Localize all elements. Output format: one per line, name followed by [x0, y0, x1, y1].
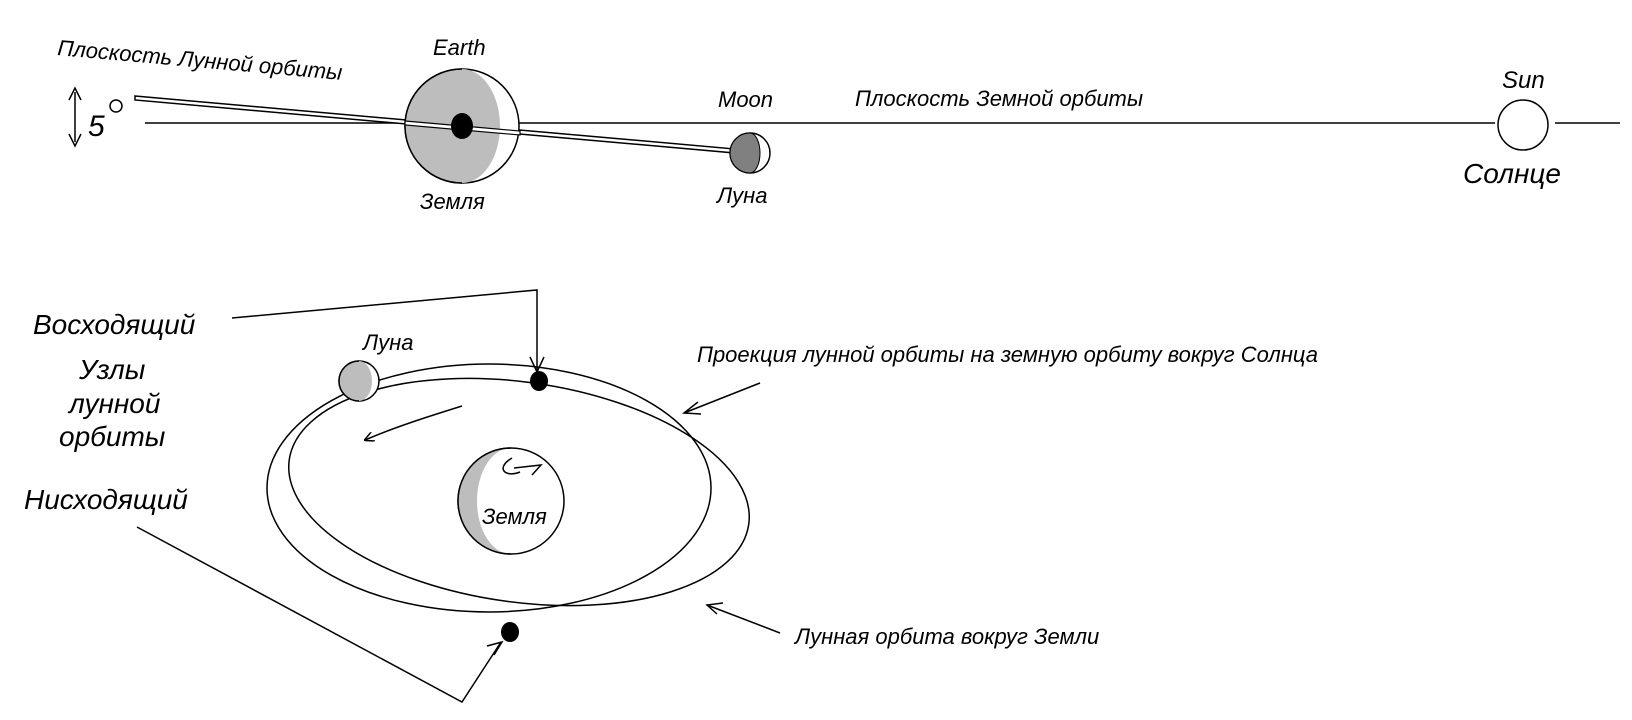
lunar-orbit-pointer-line: [706, 604, 781, 634]
orbit-direction-arrow: [365, 405, 463, 440]
projection-orbit-ellipse: [266, 363, 712, 613]
sun-label-en: Sun: [1502, 67, 1545, 94]
degree-symbol: [109, 99, 123, 113]
nodes-label-line2: лунной: [67, 388, 161, 419]
moon-dark-side: [729, 132, 761, 174]
sun-label-ru: Солнце: [1463, 158, 1561, 189]
earth-label: Земля: [482, 504, 547, 529]
sun-disc: [1497, 99, 1549, 151]
side-view: 5 Earth Земля Moon Луна Плоскость Лунной…: [57, 35, 1620, 214]
earth-label-ru: Земля: [420, 189, 485, 214]
nodes-label-line3: орбиты: [59, 421, 166, 452]
earth-label-en: Earth: [433, 35, 486, 60]
nodes-label-line1: Узлы: [78, 354, 146, 385]
moon-label: Луна: [361, 330, 413, 355]
earth-core-dot: [451, 113, 473, 139]
descending-node-label: Нисходящий: [24, 484, 188, 515]
earth-perspective: [457, 447, 565, 555]
earth-shaded-crescent: [458, 448, 511, 554]
moon-side: [729, 132, 771, 174]
rotation-arrow-icon: [502, 457, 521, 475]
ascending-node-label: Восходящий: [33, 309, 196, 340]
moon-perspective: [338, 360, 380, 402]
projection-pointer-line: [683, 382, 761, 414]
descending-pointer-line: [136, 526, 502, 703]
earth-side: [404, 68, 521, 184]
tilt-angle-value: 5: [88, 110, 105, 143]
moon-label-ru: Луна: [715, 183, 767, 208]
ascending-node-dot: [530, 371, 548, 391]
ascending-pointer-line: [231, 289, 538, 370]
lunar-plane-label: Плоскость Лунной орбиты: [57, 35, 344, 85]
moon-label-en: Moon: [718, 87, 773, 112]
projection-orbit-label: Проекция лунной орбиты на земную орбиту …: [697, 342, 1318, 367]
moon-shaded-side: [339, 361, 372, 401]
earth-plane-label: Плоскость Земной орбиты: [855, 86, 1143, 111]
lunar-orbit-label: Лунная орбита вокруг Земли: [793, 624, 1099, 649]
perspective-view: Луна Земля Восходящий Узлы лунной: [24, 289, 1318, 703]
descending-node-dot: [501, 622, 519, 642]
